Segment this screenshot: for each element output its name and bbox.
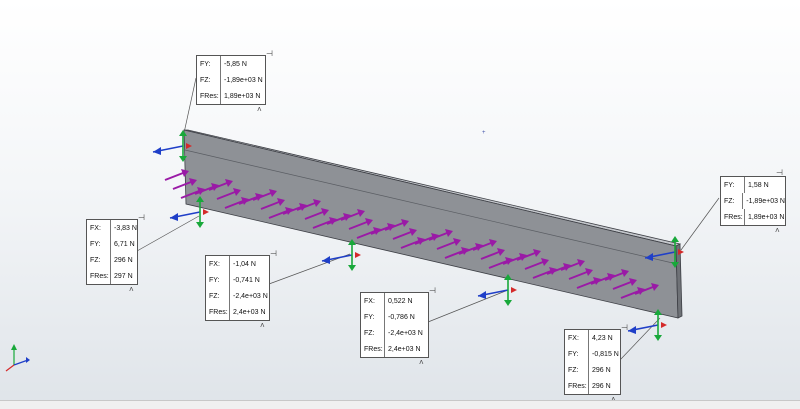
callout-row: FRes:297 N — [87, 268, 137, 284]
callout-row: FX:4,23 N — [565, 330, 620, 346]
leader-lines — [136, 77, 720, 361]
axis-triad-icon — [5, 344, 30, 372]
fixture-icon — [152, 130, 192, 162]
pin-icon[interactable]: ⊣ — [429, 286, 436, 295]
reaction-force-callout-1[interactable]: FY:-5,85 N FZ:-1,89e+03 N FRes:1,89e+03 … — [196, 50, 273, 114]
distributed-load-arrows — [164, 169, 659, 299]
chevron-up-icon[interactable]: ˄ — [419, 358, 424, 367]
chevron-up-icon[interactable]: ˄ — [260, 321, 265, 330]
reaction-force-callout-5[interactable]: FX:0,522 N FY:-0,786 N FZ:-2,4e+03 N FRe… — [360, 287, 436, 367]
reaction-force-callout-3[interactable]: FX:-3,83 N FY:6,71 N FZ:296 N FRes:297 N… — [86, 214, 145, 294]
callout-row: FY:6,71 N — [87, 236, 137, 252]
load-arrow — [392, 228, 417, 240]
callout-row: FY:-0,741 N — [206, 272, 269, 288]
load-arrow — [216, 188, 241, 200]
status-strip — [0, 400, 800, 409]
fixture-symbols — [152, 130, 684, 341]
load-arrow — [560, 259, 585, 271]
callout-row: FX:0,522 N — [361, 293, 428, 309]
callout-row: FRes:1,89e+03 N — [197, 88, 265, 104]
beam-flange-edge — [184, 149, 678, 265]
chevron-up-icon[interactable]: ˄ — [129, 285, 134, 294]
load-arrow — [172, 178, 197, 190]
fixture-icon — [169, 196, 209, 228]
load-arrow — [252, 189, 277, 201]
callout-row: FRes:1,89e+03 N — [721, 209, 785, 225]
reaction-force-callout-6[interactable]: FX:4,23 N FY:-0,815 N FZ:296 N FRes:296 … — [564, 324, 628, 404]
origin-marker: + — [482, 130, 486, 136]
callout-row: FY:-0,815 N — [565, 346, 620, 362]
reaction-force-callout-4[interactable]: FX:-1,04 N FY:-0,741 N FZ:-2,4e+03 N FRe… — [205, 250, 277, 330]
callout-row: FZ:-1,89e+03 N — [721, 193, 785, 209]
load-arrow — [208, 179, 233, 191]
load-arrow — [304, 208, 329, 220]
callout-row: FZ:296 N — [87, 252, 137, 268]
load-arrow — [428, 229, 453, 241]
load-arrow — [384, 219, 409, 231]
load-arrow — [436, 238, 461, 250]
pin-icon[interactable]: ⊣ — [621, 323, 628, 332]
callout-row: FY:1,58 N — [721, 177, 785, 193]
load-arrow — [472, 239, 497, 251]
reaction-force-callout-2[interactable]: FY:1,58 N FZ:-1,89e+03 N FRes:1,89e+03 N… — [720, 169, 786, 235]
load-arrow — [260, 198, 285, 210]
fixture-icon — [644, 236, 684, 268]
callout-row: FX:-1,04 N — [206, 256, 269, 272]
chevron-up-icon[interactable]: ˄ — [775, 226, 780, 235]
callout-row: FY:-5,85 N — [197, 56, 265, 72]
pin-icon[interactable]: ⊣ — [270, 249, 277, 258]
callout-row: FZ:-1,89e+03 N — [197, 72, 265, 88]
callout-row: FY:-0,786 N — [361, 309, 428, 325]
pin-icon[interactable]: ⊣ — [138, 213, 145, 222]
load-arrow — [524, 258, 549, 270]
chevron-up-icon[interactable]: ˄ — [257, 105, 262, 114]
fixture-icon — [627, 309, 667, 341]
callout-row: FRes:2,4e+03 N — [361, 341, 428, 357]
callout-row: FX:-3,83 N — [87, 220, 137, 236]
load-arrow — [612, 278, 637, 290]
load-arrow — [604, 269, 629, 281]
chevron-up-icon[interactable]: ˄ — [611, 396, 616, 404]
fixture-icon — [477, 274, 517, 306]
callout-row: FRes:2,4e+03 N — [206, 304, 269, 320]
load-arrow — [568, 268, 593, 280]
model-canvas[interactable]: + — [0, 0, 800, 400]
load-arrow — [634, 283, 659, 295]
load-arrow — [516, 249, 541, 261]
callout-row: FZ:-2,4e+03 N — [361, 325, 428, 341]
load-arrow — [296, 199, 321, 211]
callout-row: FZ:-2,4e+03 N — [206, 288, 269, 304]
load-arrow — [164, 169, 189, 181]
pin-icon[interactable]: ⊣ — [266, 49, 273, 58]
callout-row: FRes:296 N — [565, 378, 620, 394]
callout-row: FZ:296 N — [565, 362, 620, 378]
fixture-icon — [321, 239, 361, 271]
load-arrow — [480, 248, 505, 260]
load-arrow — [340, 209, 365, 221]
load-arrow — [348, 218, 373, 230]
pin-icon[interactable]: ⊣ — [776, 168, 783, 177]
